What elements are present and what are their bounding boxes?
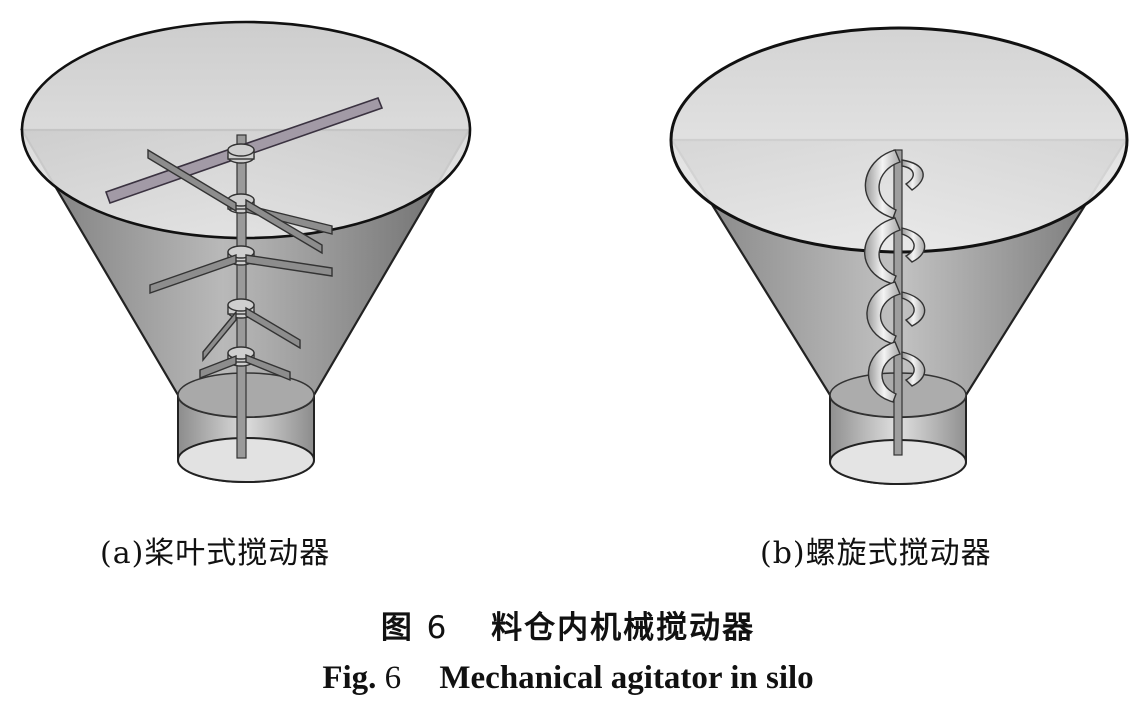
caption-cn-number: 6 (426, 610, 449, 646)
caption-cn-title: 料仓内机械搅动器 (491, 610, 756, 646)
caption-en-prefix: Fig. (322, 660, 377, 696)
paddle-agitator-silo (20, 20, 472, 483)
screw-shaft (893, 149, 903, 456)
screw-agitator-silo (669, 26, 1129, 485)
figure-caption-en: Fig. 6 Mechanical agitator in silo (0, 660, 1136, 697)
paddle-arms (147, 148, 333, 382)
caption-cn-prefix: 图 (380, 610, 414, 646)
caption-en-number: 6 (384, 660, 402, 696)
agitator-shaft (236, 134, 247, 459)
caption-en-title: Mechanical agitator in silo (439, 660, 814, 696)
subfigure-a-label: (a)桨叶式搅动器 (100, 536, 331, 571)
subfigure-b-label: (b)螺旋式搅动器 (760, 536, 992, 571)
screw-flights (864, 149, 926, 403)
figure-caption-cn: 图 6 料仓内机械搅动器 (0, 602, 1136, 647)
